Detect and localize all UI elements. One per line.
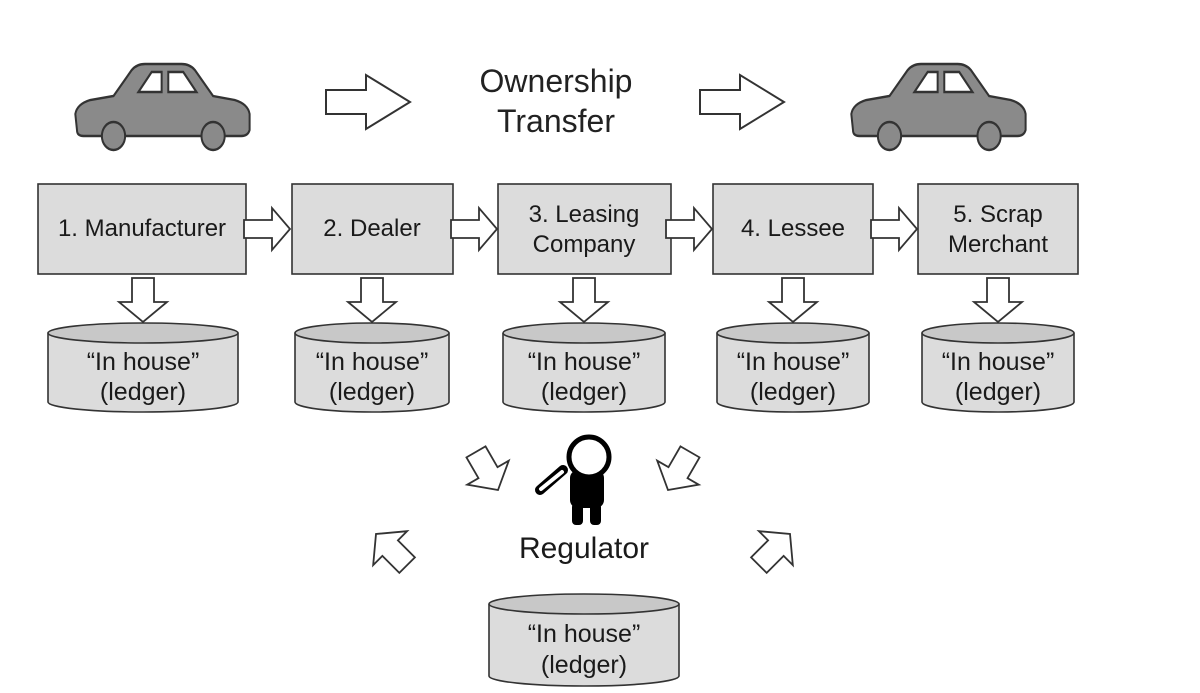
- transfer-arrow-right: [699, 74, 785, 130]
- party-box-manufacturer: 1. Manufacturer: [37, 183, 247, 275]
- regulator-magnifier-icon: [535, 434, 612, 525]
- down-arrow-5: [973, 277, 1023, 323]
- ledger-label-line-1: “In house”: [528, 620, 641, 648]
- ledger-cylinder-3: “In house” (ledger): [502, 322, 666, 413]
- party-label: 2. Dealer: [323, 215, 420, 242]
- regulator-arrow-2: [454, 438, 520, 503]
- transfer-arrow-left: [325, 74, 411, 130]
- title-line-2: Transfer: [497, 103, 615, 139]
- ledger-label-line-1: “In house”: [87, 348, 200, 376]
- party-box-dealer: 2. Dealer: [291, 183, 454, 275]
- party-box-lessee: 4. Lessee: [712, 183, 874, 275]
- regulator-arrow-1: [358, 516, 425, 583]
- flow-arrow-2-3: [450, 207, 498, 251]
- title-line-1: Ownership: [480, 63, 633, 99]
- ledger-cylinder-1: “In house” (ledger): [47, 322, 239, 413]
- flow-arrow-1-2: [243, 207, 291, 251]
- regulator-arrow-3: [646, 438, 712, 503]
- party-label-line-1: 3. Leasing: [529, 201, 640, 228]
- down-arrow-1: [118, 277, 168, 323]
- flow-arrow-3-4: [665, 207, 713, 251]
- regulator-arrow-4: [741, 516, 808, 583]
- ledger-label-line-2: (ledger): [541, 651, 627, 679]
- regulator-label: Regulator: [519, 532, 649, 565]
- party-box-scrap-merchant: 5. Scrap Merchant: [917, 183, 1079, 275]
- ledger-label-line-2: (ledger): [955, 378, 1041, 406]
- ledger-cylinder-2: “In house” (ledger): [294, 322, 450, 413]
- ledger-label-line-2: (ledger): [750, 378, 836, 406]
- down-arrow-3: [559, 277, 609, 323]
- ledger-label-line-2: (ledger): [100, 378, 186, 406]
- party-label-line-2: Company: [533, 231, 636, 258]
- down-arrow-4: [768, 277, 818, 323]
- ledger-label-line-1: “In house”: [737, 348, 850, 376]
- party-label: 4. Lessee: [741, 215, 845, 242]
- ledger-label-line-2: (ledger): [541, 378, 627, 406]
- ledger-label-line-1: “In house”: [942, 348, 1055, 376]
- right-car-icon: [850, 62, 1027, 152]
- flow-arrow-4-5: [870, 207, 918, 251]
- ledger-label-line-1: “In house”: [316, 348, 429, 376]
- party-label-line-2: Merchant: [948, 231, 1048, 258]
- down-arrow-2: [347, 277, 397, 323]
- ledger-cylinder-5: “In house” (ledger): [921, 322, 1075, 413]
- ledger-label-line-2: (ledger): [329, 378, 415, 406]
- party-label-line-1: 5. Scrap: [953, 201, 1042, 228]
- ledger-label-line-1: “In house”: [528, 348, 641, 376]
- ledger-cylinder-4: “In house” (ledger): [716, 322, 870, 413]
- party-box-leasing-company: 3. Leasing Company: [497, 183, 672, 275]
- party-label: 1. Manufacturer: [58, 215, 226, 242]
- regulator-ledger-cylinder: “In house” (ledger): [488, 593, 680, 687]
- left-car-icon: [74, 62, 251, 152]
